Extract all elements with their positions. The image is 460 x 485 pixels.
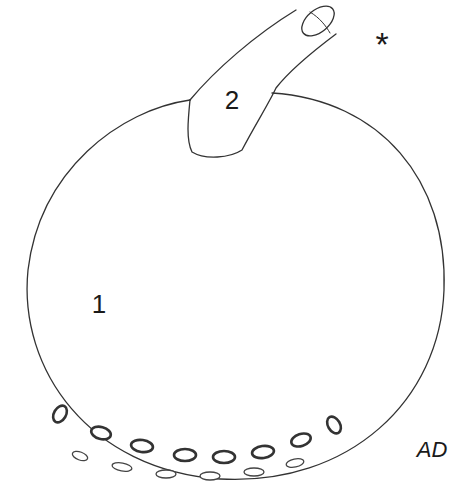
hole: [290, 431, 313, 449]
callout-number: 2: [225, 87, 239, 113]
holes: [50, 403, 343, 463]
hole: [285, 457, 304, 469]
hole: [50, 403, 69, 425]
hole: [71, 450, 89, 463]
hole: [213, 451, 235, 463]
holes-lower: [71, 450, 305, 480]
hole: [156, 470, 176, 478]
callout-number: 1: [92, 291, 106, 317]
tube-opening: [296, 0, 339, 41]
hole: [251, 445, 274, 460]
sketch-lines: [27, 0, 444, 479]
tube-inner-edge: [310, 12, 330, 33]
hole: [90, 425, 112, 442]
tube-left-edge: [190, 10, 296, 100]
hole: [324, 414, 343, 436]
hole: [200, 472, 220, 480]
hole: [130, 439, 153, 454]
hole: [244, 468, 264, 476]
sphere-outline: [27, 93, 444, 479]
opening-marker: *: [375, 27, 388, 61]
artist-signature: AD: [417, 439, 448, 461]
tube-right-edge: [188, 34, 336, 157]
hole: [111, 461, 132, 472]
hole: [174, 449, 196, 461]
